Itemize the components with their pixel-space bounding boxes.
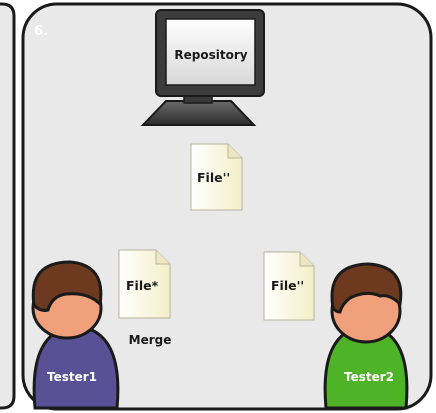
tester2-person-icon	[323, 262, 409, 410]
tester2-file-icon	[263, 251, 315, 321]
repository-label: Repository	[174, 48, 247, 62]
tester1-file-icon	[118, 249, 171, 319]
tester1-label: Tester1	[47, 370, 97, 384]
step-number: 6.	[34, 24, 48, 39]
monitor-icon	[140, 9, 265, 126]
tester2-file-label: File''	[271, 278, 304, 293]
repository-file-icon	[190, 143, 243, 211]
merge-label: Merge	[129, 333, 172, 347]
repository-file-label: File''	[197, 170, 230, 185]
tester1-person-icon	[31, 260, 120, 410]
tester1-file-label: File*	[126, 278, 159, 293]
previous-panel-edge	[0, 2, 16, 410]
tester2-label: Tester2	[344, 370, 394, 384]
